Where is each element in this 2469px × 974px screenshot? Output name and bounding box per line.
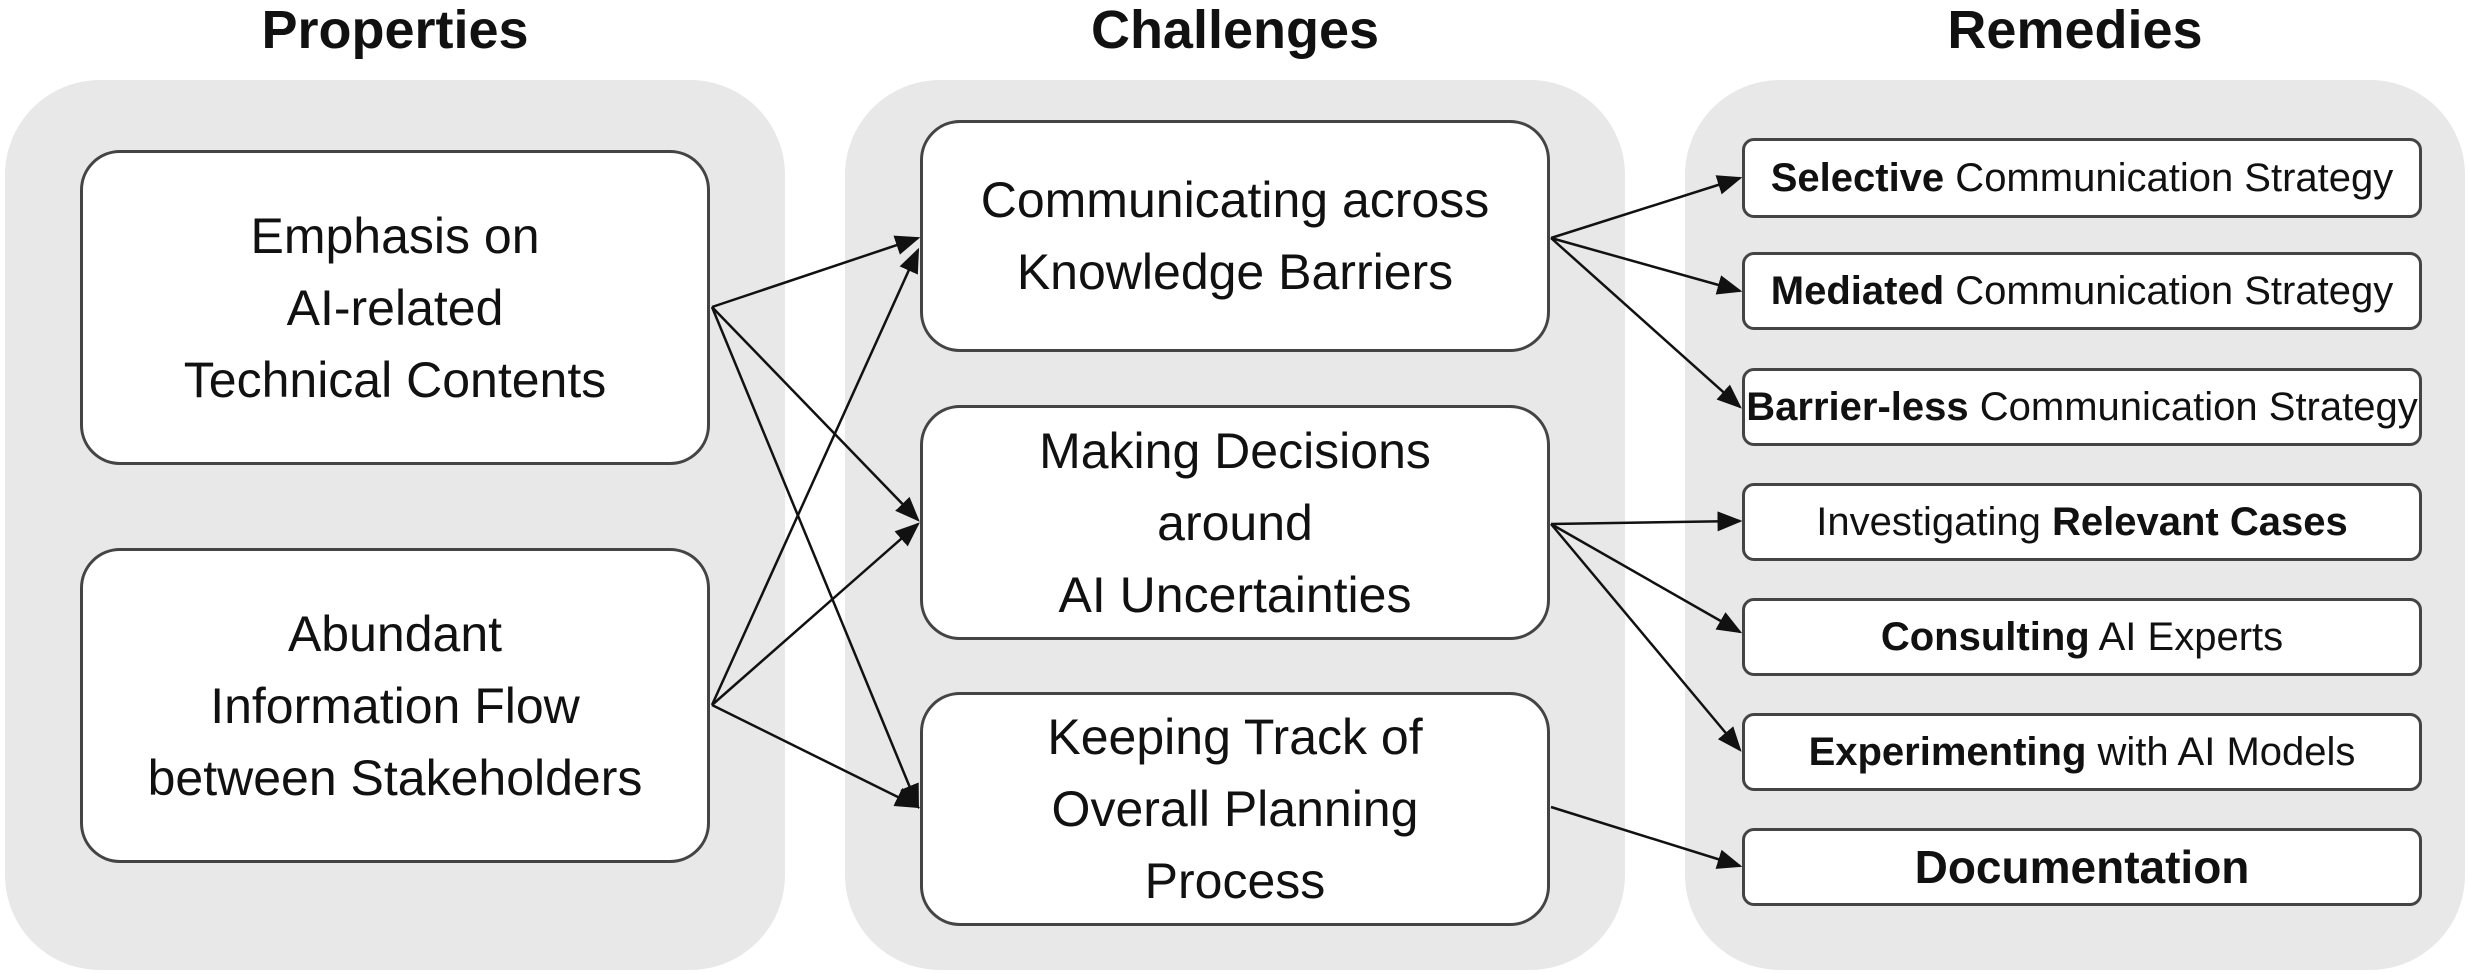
challenge-text-line: Overall Planning bbox=[1051, 781, 1419, 837]
column-title-remedies: Remedies bbox=[1947, 0, 2203, 60]
remedy-text: Investigating bbox=[1816, 499, 2052, 544]
arrow-challenge-to-remedy bbox=[1550, 237, 1742, 409]
arrow-challenge-to-remedy bbox=[1550, 175, 1743, 240]
challenge-text-line: Knowledge Barriers bbox=[1016, 244, 1454, 300]
property-box-information-flow: Abundant Information Flow between Stakeh… bbox=[80, 548, 710, 863]
remedy-text: with AI Models bbox=[2086, 729, 2356, 774]
remedy-bold-text: Consulting bbox=[1880, 614, 2090, 659]
property-box-technical-contents: Emphasis on AI-related Technical Content… bbox=[80, 150, 710, 465]
remedy-text: Communication Strategy bbox=[1968, 384, 2418, 429]
remedy-box-barrierless-communication: Barrier-less Communication Strategy bbox=[1742, 368, 2422, 446]
arrow-challenge-to-remedy bbox=[1550, 522, 1743, 634]
challenge-text-line: Process bbox=[1144, 853, 1326, 909]
challenge-text-line: Communicating across bbox=[980, 172, 1490, 228]
property-text-line: Technical Contents bbox=[183, 351, 607, 408]
arrow-property-to-challenge bbox=[711, 306, 920, 522]
remedy-box-documentation: Documentation bbox=[1742, 828, 2422, 906]
arrow-property-to-challenge bbox=[711, 235, 921, 309]
arrow-property-to-challenge bbox=[710, 247, 920, 706]
arrow-challenge-to-remedy bbox=[1550, 511, 1743, 532]
remedy-box-consulting-experts: Consulting AI Experts bbox=[1742, 598, 2422, 676]
remedy-bold-text: Documentation bbox=[1914, 841, 2250, 893]
challenge-text-line: Keeping Track of bbox=[1047, 709, 1423, 765]
remedy-text: AI Experts bbox=[2089, 614, 2284, 659]
challenge-text-line: AI Uncertainties bbox=[1058, 566, 1412, 623]
remedy-bold-text: Mediated bbox=[1770, 268, 1945, 313]
arrow-challenge-to-remedy bbox=[1550, 523, 1742, 752]
remedy-text: Communication Strategy bbox=[1944, 155, 2394, 200]
property-text-line: Abundant bbox=[287, 605, 503, 662]
remedy-bold-text: Relevant Cases bbox=[2051, 499, 2348, 544]
challenge-box-knowledge-barriers: Communicating across Knowledge Barriers bbox=[920, 120, 1550, 352]
arrow-challenge-to-remedy bbox=[1550, 236, 1743, 295]
remedy-box-selective-communication: Selective Communication Strategy bbox=[1742, 138, 2422, 218]
challenge-text-line: around bbox=[1157, 494, 1313, 551]
property-text-line: AI-related bbox=[286, 279, 504, 336]
remedy-bold-text: Experimenting bbox=[1808, 729, 2087, 774]
remedy-box-relevant-cases: Investigating Relevant Cases bbox=[1742, 483, 2422, 561]
property-text-line: Emphasis on bbox=[250, 207, 540, 264]
remedy-bold-text: Selective bbox=[1770, 155, 1945, 200]
arrow-property-to-challenge bbox=[710, 306, 920, 810]
property-text-line: Information Flow bbox=[210, 677, 580, 734]
remedy-text: Communication Strategy bbox=[1944, 268, 2394, 313]
column-title-properties: Properties bbox=[261, 0, 529, 60]
property-text-line: between Stakeholders bbox=[147, 749, 643, 806]
arrow-challenge-to-remedy bbox=[1550, 805, 1743, 869]
challenge-text-line: Making Decisions bbox=[1039, 422, 1431, 479]
remedy-box-experimenting-models: Experimenting with AI Models bbox=[1742, 713, 2422, 791]
remedy-bold-text: Barrier-less bbox=[1746, 384, 1969, 429]
arrow-property-to-challenge bbox=[711, 703, 921, 809]
challenge-box-planning-process: Keeping Track of Overall Planning Proces… bbox=[920, 692, 1550, 926]
remedy-box-mediated-communication: Mediated Communication Strategy bbox=[1742, 252, 2422, 330]
arrow-property-to-challenge bbox=[711, 522, 920, 706]
column-title-challenges: Challenges bbox=[1090, 0, 1380, 60]
challenge-box-ai-uncertainties: Making Decisions around AI Uncertainties bbox=[920, 405, 1550, 640]
